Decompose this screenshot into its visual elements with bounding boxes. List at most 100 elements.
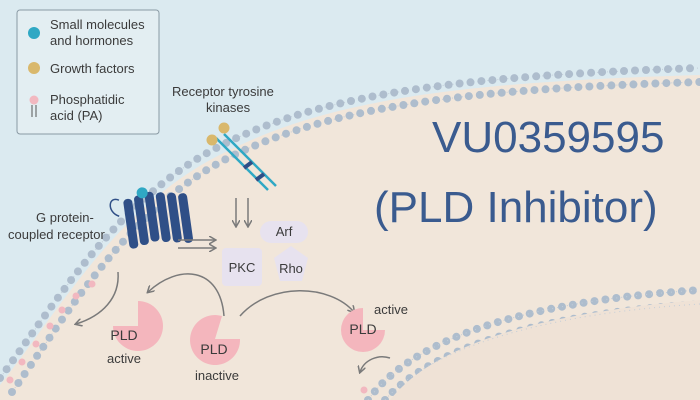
lipid-head (2, 365, 11, 374)
lipid-head (443, 94, 451, 103)
lipid-head (432, 96, 441, 105)
lipid-head (292, 126, 301, 135)
lipid-head (585, 82, 594, 91)
small-molecule-icon (28, 27, 40, 39)
lipid-head (184, 160, 192, 169)
lipid-head (283, 114, 292, 123)
legend-item-small-molecules: Small molecules and hormones (50, 17, 148, 48)
lipid-head (357, 94, 366, 103)
lipid-head (422, 83, 431, 92)
signal-arrows (76, 198, 391, 372)
lipid-head (620, 67, 628, 75)
lipid-head (58, 315, 66, 324)
lipid-head (67, 276, 76, 285)
active-label: active (107, 351, 141, 366)
lipid-head (347, 97, 355, 105)
growth-factor-icon (218, 122, 230, 134)
lipid-head (684, 78, 693, 87)
lipid-head (662, 79, 671, 88)
lipid-head (462, 328, 471, 337)
phosphatidic-acid-icon (72, 292, 80, 300)
pld-label: PLD (200, 341, 227, 357)
lipid-head (576, 69, 585, 78)
lipid-head (464, 92, 473, 101)
lipid-head (688, 286, 697, 295)
lipid-head (211, 160, 220, 169)
legend-item-phosphatidic-acid: Phosphatidic acid (PA) (50, 92, 128, 123)
legend-item-growth-factors: Growth factors (50, 61, 135, 76)
lipid-head (381, 396, 389, 400)
lipid-head (598, 68, 607, 77)
lipid-head (193, 154, 202, 163)
lipid-head (472, 324, 481, 333)
lipid-head (444, 80, 453, 89)
lipid-head (521, 73, 530, 82)
lipid-head (252, 125, 261, 134)
lipid-head (609, 67, 618, 76)
phosphatidic-acid-icon (32, 340, 40, 348)
lipid-head (455, 79, 464, 88)
lipid-head (629, 80, 638, 89)
lipid-head (488, 76, 497, 85)
lipid-head (64, 306, 73, 315)
lipid-head (73, 267, 82, 276)
lipid-head (45, 333, 54, 342)
lipid-head (565, 70, 574, 79)
growth-factor-icon (206, 134, 218, 146)
lipid-head (394, 364, 403, 373)
lipid-head (433, 82, 442, 91)
lipid-head (508, 87, 517, 96)
lipid-head (325, 102, 334, 110)
lipid-head (552, 84, 561, 93)
lipid-head (519, 86, 528, 95)
lipid-head (607, 81, 616, 90)
lipid-head (90, 271, 99, 280)
lipid-head (102, 233, 111, 242)
lipid-head (536, 307, 545, 316)
lipid-head (193, 172, 201, 181)
lipid-head (109, 225, 118, 234)
lipid-head (543, 71, 552, 80)
lipid-head (477, 77, 486, 86)
lipid-head (202, 166, 211, 175)
lipid-head (601, 295, 610, 304)
lipid-head (314, 104, 323, 113)
lipid-head (324, 116, 333, 125)
lipid-head (493, 318, 502, 327)
title-line-1: VU0359595 (432, 113, 664, 162)
lipid-head (26, 360, 35, 369)
lipid-head (104, 254, 113, 263)
lipid-head (554, 70, 563, 79)
lipid-head (117, 217, 125, 226)
lipid-head (221, 155, 230, 164)
lipid-head (497, 88, 506, 97)
gpcr-label: G protein- coupled receptor (8, 210, 106, 242)
arf-label: Arf (276, 224, 293, 239)
lipid-head (261, 137, 270, 146)
lipid-head (515, 312, 523, 321)
lipid-head (80, 258, 89, 267)
lipid-head (28, 329, 37, 338)
lipid-head (631, 66, 639, 75)
phosphatidic-acid-icon (6, 376, 14, 384)
organelle-interior (390, 300, 700, 400)
lipid-head (686, 64, 694, 73)
lipid-head (175, 185, 184, 194)
phosphatidic-acid-icon (58, 306, 66, 314)
lipid-head (212, 143, 221, 152)
lipid-head (119, 237, 127, 246)
lipid-head (664, 65, 672, 74)
lipid-head (41, 311, 49, 320)
lipid-head (421, 97, 430, 106)
small-molecule-icon (136, 187, 148, 199)
lipid-head (94, 241, 103, 250)
lipid-head (251, 141, 260, 150)
lipid-head (313, 119, 322, 128)
lipid-head (377, 104, 386, 113)
phosphatidic-acid-icon (18, 358, 26, 366)
lipid-head (486, 89, 495, 98)
inactive-label: inactive (195, 368, 239, 383)
pld-active-left: PLD active (107, 301, 163, 366)
lipid-head (9, 356, 17, 365)
